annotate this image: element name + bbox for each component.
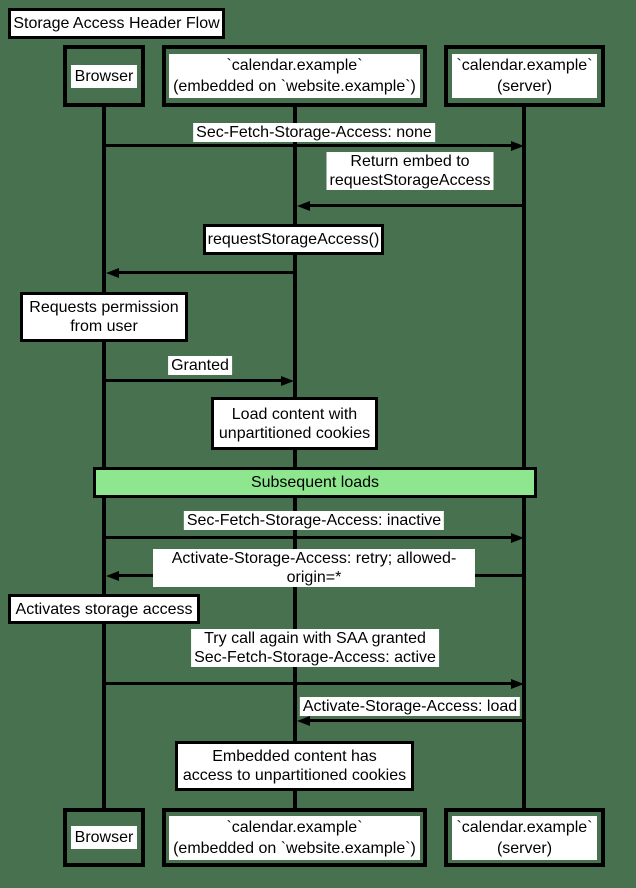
message-arrow-line bbox=[104, 379, 281, 382]
participant-browser-top: Browser bbox=[63, 45, 145, 107]
note-embedded-has-access: Embedded content has access to unpartiti… bbox=[175, 741, 414, 791]
note-text: Embedded content has access to unpartiti… bbox=[182, 748, 407, 784]
participant-label: `calendar.example` (server) bbox=[452, 54, 597, 98]
arrowhead-right-icon bbox=[511, 533, 524, 543]
message-arrow-line bbox=[104, 144, 511, 147]
note-load-content: Load content with unpartitioned cookies bbox=[211, 397, 378, 450]
message-arrow-line bbox=[104, 682, 511, 685]
message-label-granted: Granted bbox=[168, 356, 232, 375]
note-requests-permission: Requests permission from user bbox=[20, 292, 188, 342]
message-label-return-embed: Return embed to requestStorageAccess bbox=[326, 152, 494, 190]
message-arrow-line bbox=[307, 204, 524, 207]
lifeline-browser bbox=[102, 107, 106, 808]
note-text: Requests permission from user bbox=[29, 299, 179, 335]
note-request-storage-access: requestStorageAccess() bbox=[203, 224, 384, 255]
message-arrow-line bbox=[307, 719, 524, 722]
message-label-activate-retry: Activate-Storage-Access: retry; allowed-… bbox=[153, 549, 475, 587]
participant-browser-bottom: Browser bbox=[63, 808, 145, 867]
message-arrow-line bbox=[104, 536, 511, 539]
arrowhead-left-icon bbox=[106, 268, 119, 278]
note-activates-storage-access: Activates storage access bbox=[8, 594, 200, 624]
arrowhead-right-icon bbox=[511, 679, 524, 689]
participant-label: `calendar.example` (embedded on `website… bbox=[169, 54, 420, 98]
message-label-activate-load: Activate-Storage-Access: load bbox=[299, 697, 521, 716]
participant-embedded-top: `calendar.example` (embedded on `website… bbox=[162, 45, 427, 107]
arrowhead-left-icon bbox=[297, 716, 310, 726]
lifeline-embedded bbox=[293, 107, 297, 808]
note-text: requestStorageAccess() bbox=[207, 231, 380, 248]
note-text: Activates storage access bbox=[15, 600, 193, 618]
arrowhead-left-icon bbox=[106, 571, 119, 581]
message-label-sec-fetch-none: Sec-Fetch-Storage-Access: none bbox=[193, 123, 435, 142]
message-label-try-again: Try call again with SAA granted Sec-Fetc… bbox=[191, 629, 439, 667]
lifeline-server bbox=[522, 107, 526, 808]
message-arrow-line bbox=[117, 271, 295, 274]
participant-label: Browser bbox=[70, 64, 138, 88]
participant-label: `calendar.example` (embedded on `website… bbox=[169, 815, 420, 860]
arrowhead-left-icon bbox=[297, 201, 310, 211]
arrowhead-right-icon bbox=[281, 376, 294, 386]
participant-label: Browser bbox=[70, 826, 138, 849]
note-text: Load content with unpartitioned cookies bbox=[218, 405, 371, 442]
arrowhead-right-icon bbox=[511, 141, 524, 151]
participant-label: `calendar.example` (server) bbox=[452, 815, 597, 860]
participant-server-top: `calendar.example` (server) bbox=[444, 45, 605, 107]
message-label-sec-fetch-inactive: Sec-Fetch-Storage-Access: inactive bbox=[183, 511, 445, 530]
participant-server-bottom: `calendar.example` (server) bbox=[444, 808, 605, 867]
participant-embedded-bottom: `calendar.example` (embedded on `website… bbox=[162, 808, 427, 867]
divider-subsequent-loads: Subsequent loads bbox=[93, 467, 537, 498]
diagram-title: Storage Access Header Flow bbox=[8, 8, 225, 39]
